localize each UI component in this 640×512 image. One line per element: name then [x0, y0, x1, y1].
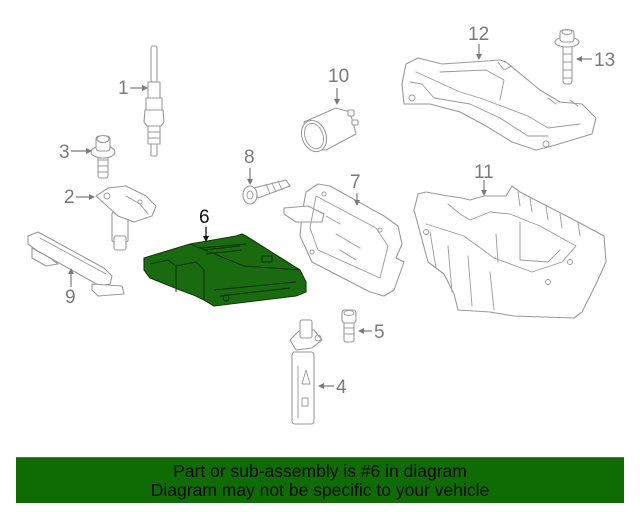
- part-8-bolt[interactable]: [242, 179, 291, 205]
- part-12-cover[interactable]: [401, 57, 597, 151]
- part-10-relay[interactable]: [297, 107, 359, 155]
- callout-5: 5: [358, 322, 385, 343]
- callout-4: 4: [318, 377, 347, 398]
- callout-1: 1: [118, 78, 148, 99]
- svg-text:6: 6: [199, 207, 210, 228]
- part-2-sensor[interactable]: [95, 185, 157, 251]
- part-9-bracket[interactable]: [27, 231, 125, 297]
- callout-6: 6: [199, 207, 210, 242]
- banner-line-part-number: Part or sub-assembly is #6 in diagram: [173, 460, 467, 481]
- svg-text:11: 11: [474, 162, 494, 183]
- svg-text:4: 4: [336, 377, 347, 398]
- callout-9: 9: [65, 268, 76, 308]
- part-11-box-housing[interactable]: [413, 185, 607, 319]
- svg-text:3: 3: [59, 142, 70, 163]
- callout-7: 7: [350, 172, 361, 206]
- svg-text:5: 5: [374, 322, 385, 343]
- svg-text:9: 9: [65, 287, 76, 308]
- callout-2: 2: [64, 187, 95, 208]
- part-13-bolt[interactable]: [554, 29, 580, 85]
- callout-8: 8: [244, 147, 255, 185]
- banner-line-disclaimer: Diagram may not be specific to your vehi…: [150, 479, 490, 500]
- part-7-mounting-bracket[interactable]: [283, 183, 405, 297]
- callout-13: 13: [576, 50, 615, 71]
- svg-text:10: 10: [328, 66, 349, 87]
- svg-text:2: 2: [64, 187, 75, 208]
- parts-diagram: 1 3 2 9: [27, 24, 615, 425]
- part-5-bolt[interactable]: [341, 309, 357, 343]
- part-6-engine-control-module[interactable]: [143, 233, 307, 307]
- callout-3: 3: [59, 142, 92, 163]
- part-1-glow-plug[interactable]: [143, 45, 165, 157]
- svg-text:1: 1: [118, 78, 129, 99]
- info-banner: Part or sub-assembly is #6 in diagram Di…: [16, 457, 624, 503]
- svg-text:8: 8: [244, 147, 255, 168]
- callout-10: 10: [328, 66, 349, 105]
- callout-11: 11: [474, 162, 494, 196]
- part-4-sensor[interactable]: [289, 319, 323, 425]
- callout-12: 12: [468, 24, 489, 60]
- part-3-bolt[interactable]: [90, 134, 116, 179]
- svg-text:13: 13: [594, 50, 615, 71]
- svg-text:12: 12: [468, 24, 489, 45]
- svg-text:7: 7: [350, 172, 361, 193]
